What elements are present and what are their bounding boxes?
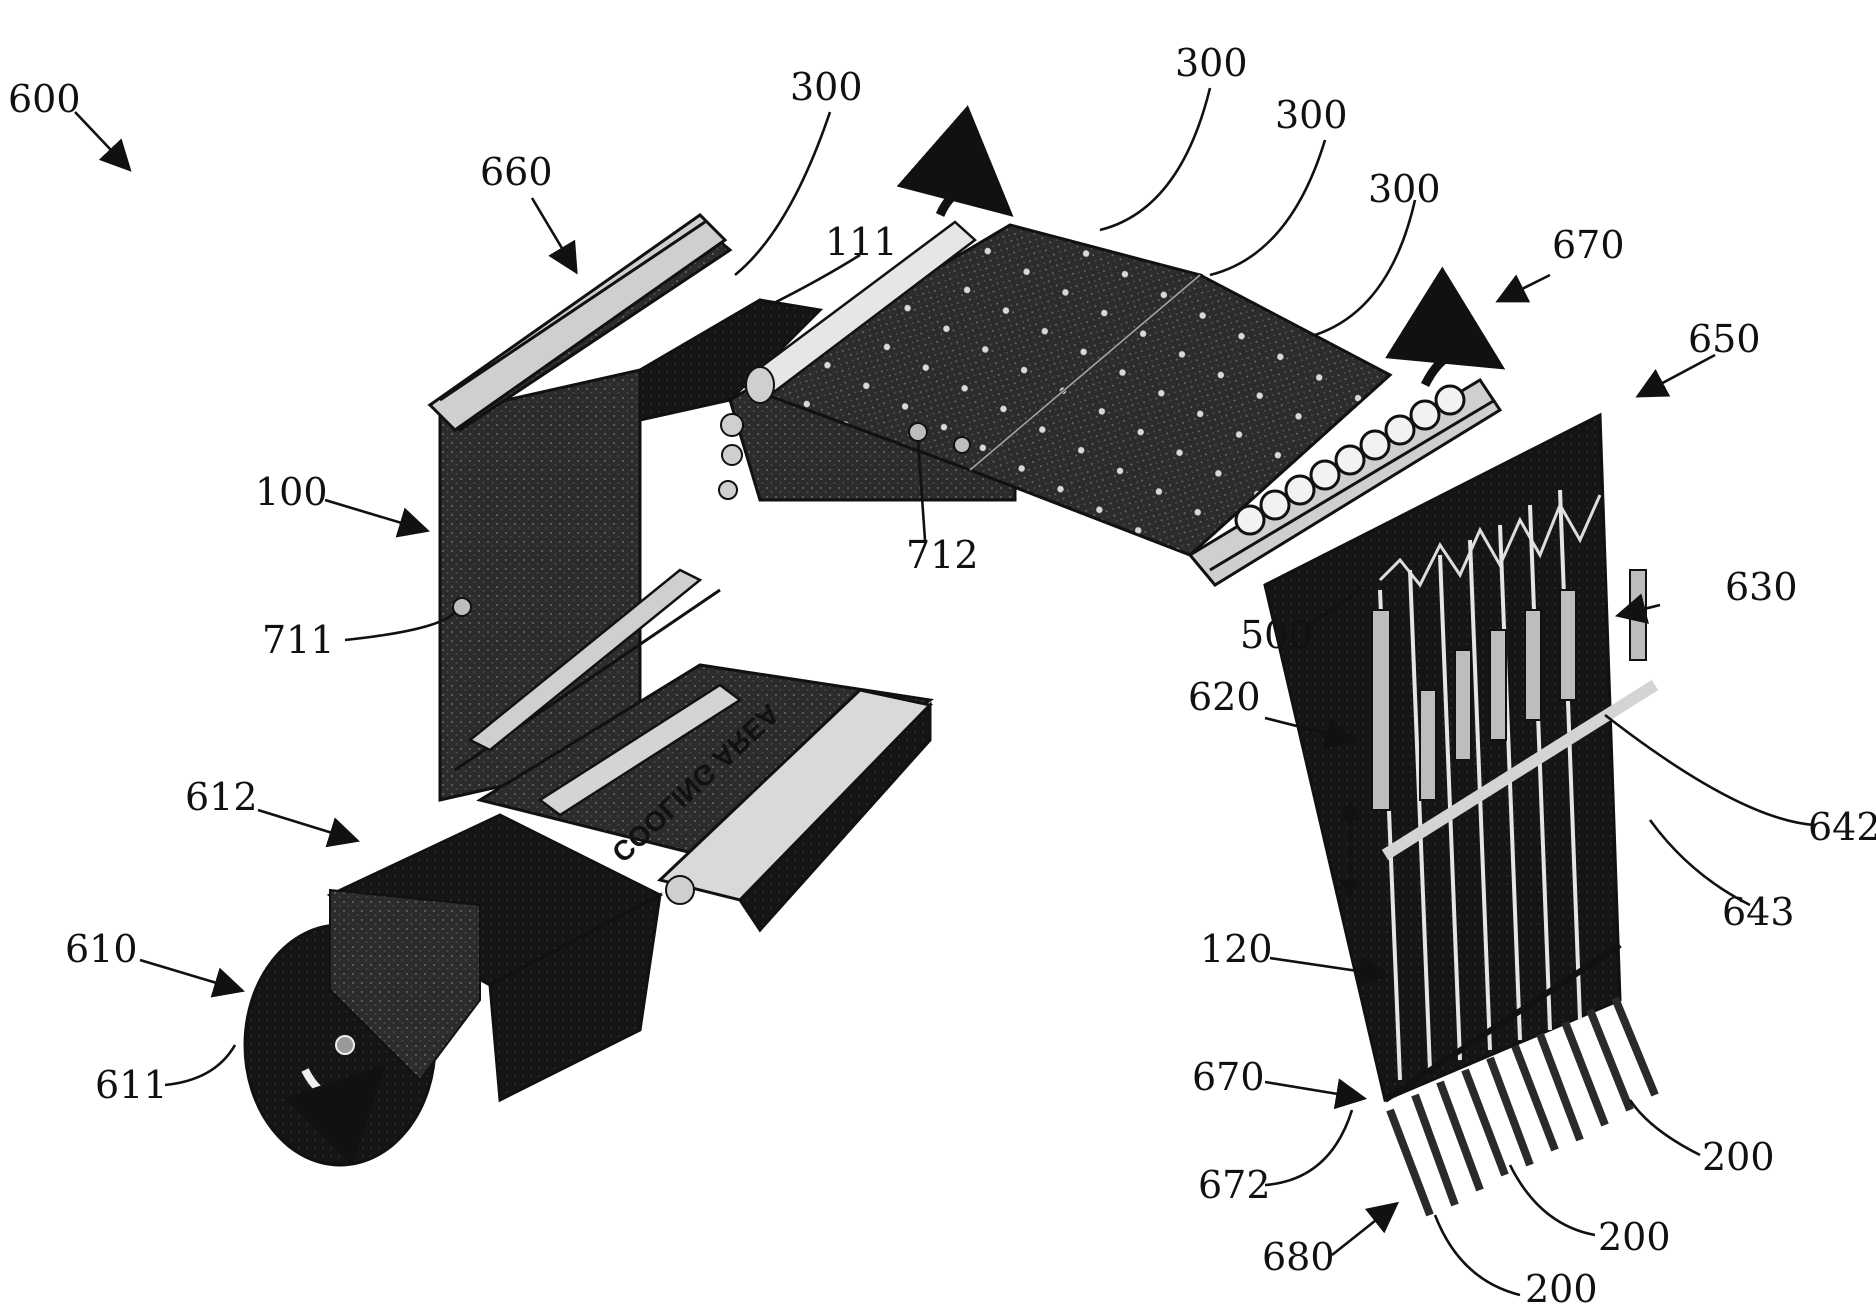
ref-label-200: 200	[1702, 1135, 1775, 1179]
ref-label-300: 300	[1175, 41, 1248, 85]
ref-label-612: 612	[185, 775, 258, 819]
ref-label-650: 650	[1688, 317, 1761, 361]
ref-label-611: 611	[95, 1063, 168, 1107]
ref-label-711: 711	[262, 618, 335, 662]
ref-label-200: 200	[1525, 1267, 1598, 1311]
ref-label-610: 610	[65, 927, 138, 971]
ref-label-500: 500	[1240, 613, 1313, 657]
ref-label-620: 620	[1188, 675, 1261, 719]
ref-label-100: 100	[255, 470, 328, 514]
ref-label-300: 300	[1275, 93, 1348, 137]
ref-label-642: 642	[1808, 805, 1876, 849]
sensor-711	[453, 598, 471, 616]
ref-label-712: 712	[906, 533, 979, 577]
ref-label-680: 680	[1262, 1235, 1335, 1279]
ref-label-200: 200	[1598, 1215, 1671, 1259]
ref-label-670: 670	[1192, 1055, 1265, 1099]
ref-label-300: 300	[1368, 167, 1441, 211]
ref-label-670: 670	[1552, 223, 1625, 267]
ref-label-600: 600	[8, 77, 81, 121]
ref-label-300: 300	[790, 65, 863, 109]
ref-label-660: 660	[480, 150, 553, 194]
ref-label-111: 111	[825, 220, 898, 264]
drum-610	[245, 815, 660, 1165]
ref-label-643: 643	[1722, 890, 1795, 934]
ref-label-672: 672	[1198, 1163, 1271, 1207]
sensor-712	[909, 423, 927, 441]
bottom-sensor-712b	[954, 437, 970, 453]
ref-label-630: 630	[1725, 565, 1798, 609]
rotation-arrow-icon	[940, 190, 1000, 215]
ref-label-120: 120	[1200, 927, 1273, 971]
